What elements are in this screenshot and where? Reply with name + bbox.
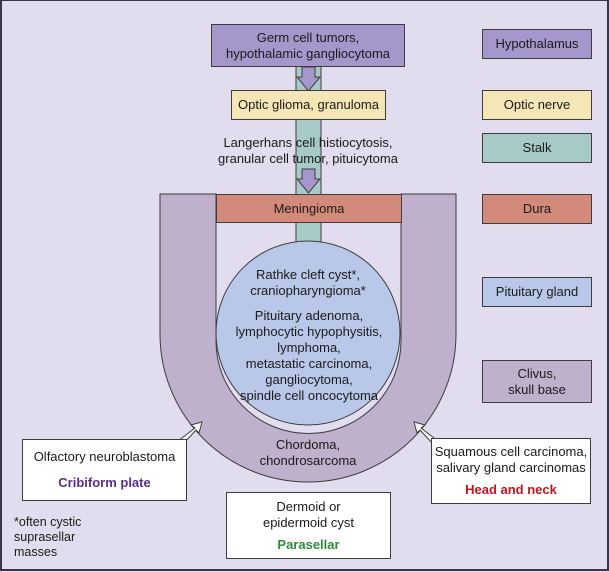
pituitary-tumors-label: Pituitary adenoma, lymphocytic hypophysi…: [235, 308, 383, 403]
stalk-tumors-label: Langerhans cell histiocytosis, granular …: [218, 135, 398, 166]
cribiform-tumors: Olfactory neuroblastoma: [33, 449, 176, 464]
footnote: *often cystic suprasellar masses: [14, 515, 82, 559]
cribiform-region-label: Cribiform plate: [58, 475, 151, 490]
arrow-down-icon: [295, 168, 322, 194]
clivus-tumors-label: Chordoma, chondrosarcoma: [259, 437, 357, 468]
hypothalamus-tumors-box: Germ cell tumors, hypothalamic gangliocy…: [211, 24, 405, 67]
cribiform-box: Olfactory neuroblastoma Cribiform plate: [22, 439, 187, 501]
head-neck-tumors: Squamous cell carcinoma, salivary gland …: [434, 444, 588, 475]
pituitary-cystic-label: Rathke cleft cyst*, craniopharyngioma*: [250, 267, 366, 298]
legend-dura: Dura: [482, 194, 592, 224]
parasellar-box: Dermoid or epidermoid cyst Parasellar: [226, 492, 391, 559]
legend-optic-nerve: Optic nerve: [482, 90, 592, 120]
clivus-u-shape: [159, 193, 457, 483]
legend-pituitary-gland: Pituitary gland: [482, 277, 592, 307]
legend-clivus: Clivus, skull base: [482, 360, 592, 403]
dura-tumors-box: Meningioma: [216, 194, 402, 223]
arrow-down-icon: [295, 66, 322, 92]
head-neck-region-label: Head and neck: [465, 482, 557, 497]
parasellar-tumors: Dermoid or epidermoid cyst: [262, 498, 355, 530]
head-neck-box: Squamous cell carcinoma, salivary gland …: [431, 438, 591, 504]
legend-hypothalamus: Hypothalamus: [482, 29, 592, 59]
pituitary-circle: [215, 240, 401, 426]
legend-stalk: Stalk: [482, 133, 592, 163]
parasellar-region-label: Parasellar: [277, 536, 340, 552]
optic-tumors-box: Optic glioma, granuloma: [231, 90, 386, 120]
